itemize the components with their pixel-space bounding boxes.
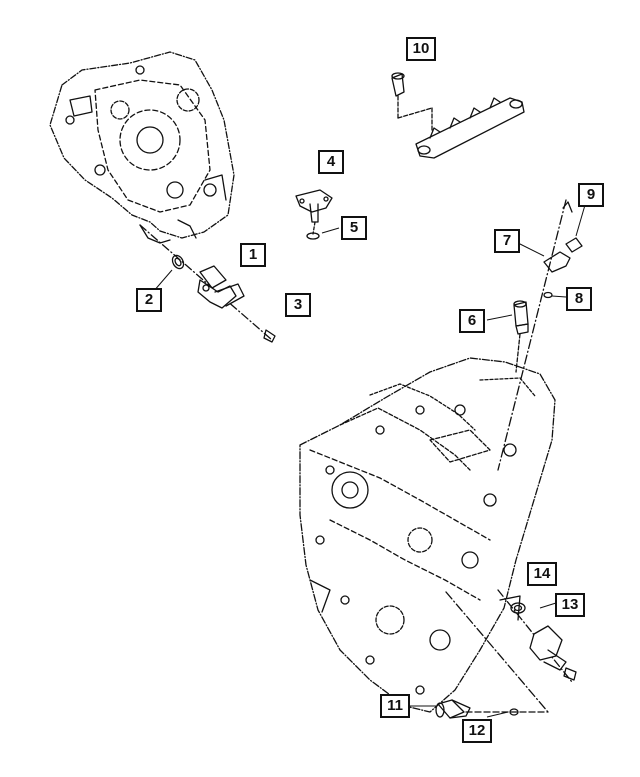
callout-8[interactable]: 8 (566, 287, 592, 311)
fuel-rail-group (391, 72, 525, 159)
callout-13[interactable]: 13 (555, 593, 585, 617)
callout-leaders (152, 204, 586, 718)
callout-7[interactable]: 7 (494, 229, 520, 253)
sensor-7-group (497, 199, 583, 471)
callout-1[interactable]: 1 (240, 243, 266, 267)
callout-6[interactable]: 6 (459, 309, 485, 333)
callout-11[interactable]: 11 (380, 694, 410, 718)
callout-9[interactable]: 9 (578, 183, 604, 207)
callout-10[interactable]: 10 (406, 37, 436, 61)
sensor-11-group (435, 591, 549, 719)
timing-cover-housing (49, 51, 235, 244)
sensor-13-group (497, 589, 577, 683)
callout-3[interactable]: 3 (285, 293, 311, 317)
sensor-6-group (513, 300, 529, 373)
callout-12[interactable]: 12 (462, 719, 492, 743)
callout-14[interactable]: 14 (527, 562, 557, 586)
callout-5[interactable]: 5 (341, 216, 367, 240)
callout-4[interactable]: 4 (318, 150, 344, 174)
sensor-1-group (139, 224, 276, 343)
callout-2[interactable]: 2 (136, 288, 162, 312)
sensor-4-group (295, 189, 333, 240)
engine-block (299, 357, 556, 713)
